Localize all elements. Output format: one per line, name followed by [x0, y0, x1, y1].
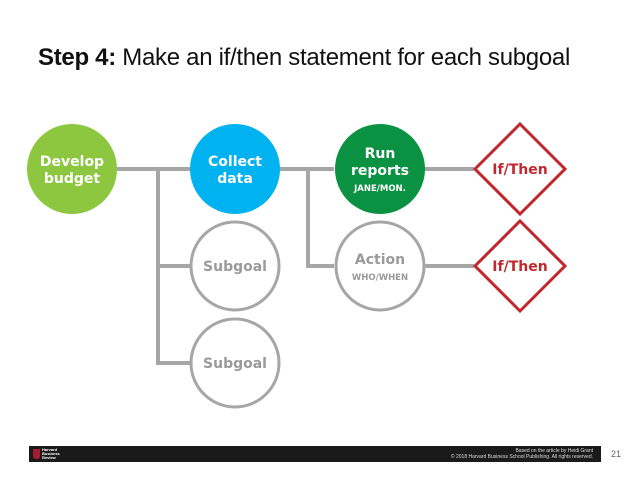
- footer-credit: Based on the article by Heidi Grant © 20…: [451, 448, 593, 460]
- node-develop-budget: Develop budget: [27, 124, 117, 214]
- node-run-reports: Run reports JANE/MON.: [335, 124, 425, 214]
- credit-line-1: Based on the article by Heidi Grant: [515, 448, 593, 454]
- subgoal-2-circle: [189, 317, 281, 409]
- action-label: Action: [355, 252, 405, 268]
- run-reports-line1: Run: [365, 146, 396, 162]
- node-collect-data: Collect data: [190, 124, 280, 214]
- node-if-then-1: If/Then: [472, 121, 568, 217]
- action-circle: [334, 220, 426, 312]
- collect-data-line2: data: [217, 171, 253, 187]
- slide-title: Step 4: Make an if/then statement for ea…: [38, 44, 570, 72]
- node-subgoal-2: Subgoal: [189, 317, 281, 409]
- title-text: Make an if/then statement for each subgo…: [122, 44, 570, 71]
- develop-budget-circle: [27, 124, 117, 214]
- node-action: Action WHO/WHEN: [334, 220, 426, 312]
- connector-lines: [114, 167, 474, 365]
- logo-text: Harvard Business Review: [42, 447, 60, 460]
- shield-icon: [33, 449, 40, 459]
- credit-line-2: © 2018 Harvard Business School Publishin…: [450, 454, 593, 460]
- collect-data-circle: [190, 124, 280, 214]
- subgoal-diagram: Develop budget Collect data Run reports …: [27, 121, 568, 409]
- develop-budget-line2: budget: [44, 171, 101, 187]
- page-number: 21: [611, 449, 622, 459]
- node-subgoal-1: Subgoal: [189, 220, 281, 312]
- collect-data-line1: Collect: [208, 154, 262, 170]
- run-reports-assignee: JANE/MON.: [353, 184, 406, 194]
- subgoal-2-label: Subgoal: [203, 356, 267, 372]
- subgoal-1-label: Subgoal: [203, 259, 267, 275]
- action-assignee: WHO/WHEN: [352, 273, 408, 283]
- node-if-then-2: If/Then: [472, 218, 568, 314]
- develop-budget-line1: Develop: [40, 154, 104, 170]
- if-then-2-label: If/Then: [492, 259, 547, 275]
- step-label: Step 4:: [38, 44, 116, 71]
- hbr-logo: Harvard Business Review: [33, 448, 60, 460]
- footer-bar: Harvard Business Review Based on the art…: [29, 446, 601, 462]
- if-then-1-diamond: [472, 121, 568, 217]
- run-reports-circle: [335, 124, 425, 214]
- run-reports-line2: reports: [351, 163, 409, 179]
- if-then-2-diamond: [472, 218, 568, 314]
- if-then-1-label: If/Then: [492, 162, 547, 178]
- subgoal-1-circle: [189, 220, 281, 312]
